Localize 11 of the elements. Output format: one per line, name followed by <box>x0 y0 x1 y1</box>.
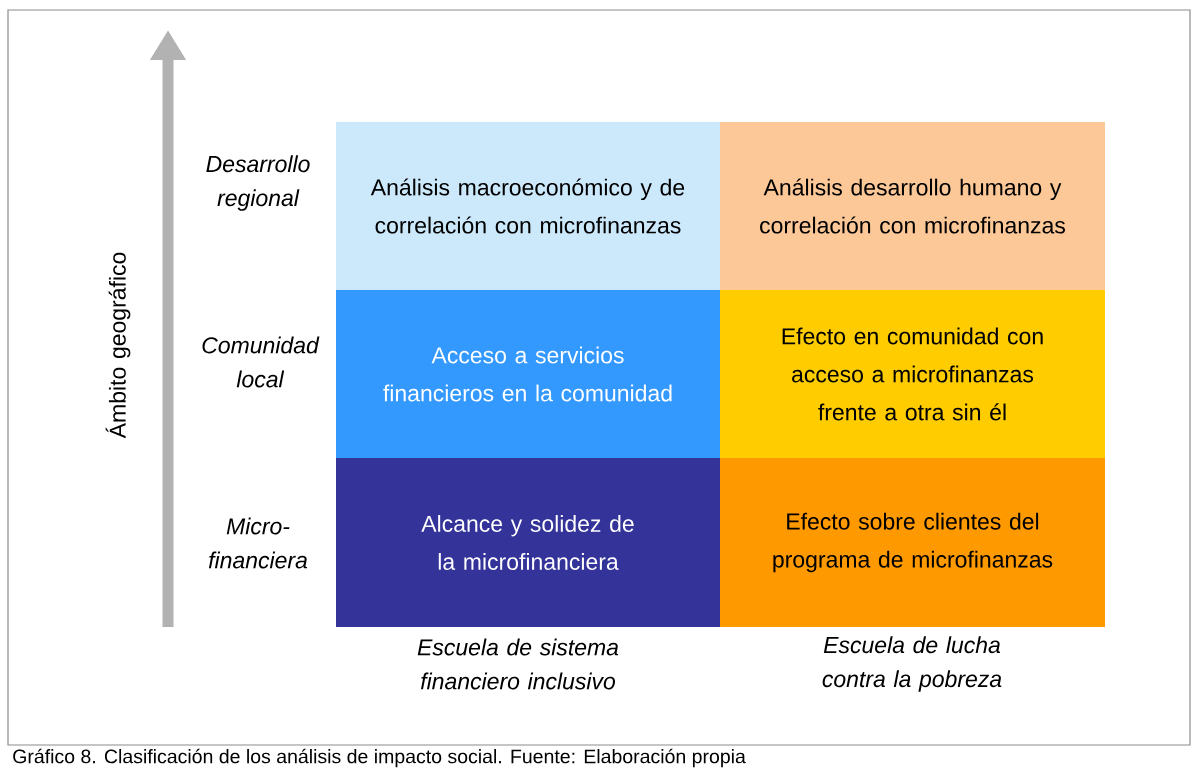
row-label: Micro- financiera <box>208 517 308 569</box>
matrix-cell: Acceso a servicios financieros en la comunidad <box>336 290 720 458</box>
axis-label: Ámbito geográfico <box>105 252 131 439</box>
matrix-cell: Análisis macroeconómico y de correlación con microfinanzas <box>336 122 720 290</box>
row-label: Comunidad local <box>202 336 320 388</box>
matrix-cell: Efecto en comunidad con acceso a microfinanzas frente a otra sin él <box>720 290 1105 458</box>
matrix-cell: Efecto sobre clientes del programa de microfinanzas <box>720 458 1105 627</box>
matrix-cell: Alcance y solidez de la microfinanciera <box>336 458 720 627</box>
caption: Gráfico 8. Clasificación de los análisis de impacto social. Fuente: Elaboración propia <box>13 748 746 768</box>
row-label: Desarrollo regional <box>206 155 310 211</box>
matrix-cell: Análisis desarrollo humano y correlación con microfinanzas <box>720 122 1105 290</box>
